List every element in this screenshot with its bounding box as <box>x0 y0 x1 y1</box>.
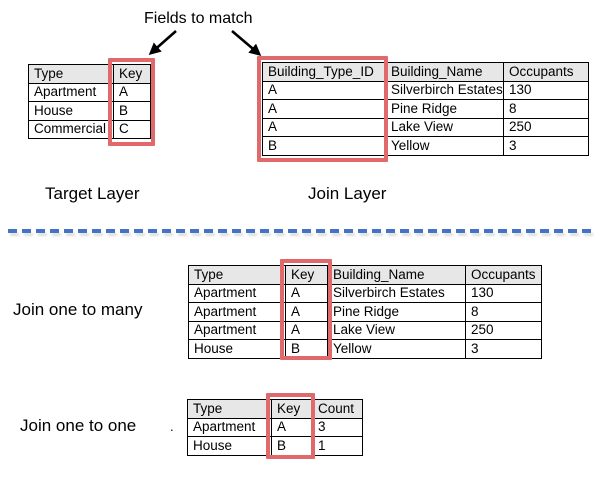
table-cell: Silverbirch Estates <box>327 283 466 303</box>
arrow-to-target-key-icon <box>148 30 177 55</box>
table-cell: B <box>113 101 151 121</box>
table-cell: A <box>262 117 386 137</box>
table-cell: 3 <box>503 136 589 156</box>
column-header: Building_Name <box>327 265 466 285</box>
table-cell: B <box>262 136 386 156</box>
target-layer-label: Target Layer <box>45 184 140 203</box>
join-layer-label: Join Layer <box>308 184 387 203</box>
table-cell: Pine Ridge <box>327 302 466 322</box>
table-cell: A <box>262 99 386 119</box>
table-cell: Apartment <box>28 82 114 102</box>
table-cell: Yellow <box>327 339 466 359</box>
fields-to-match-title: Fields to match <box>144 10 253 27</box>
column-header: Count <box>312 399 363 419</box>
table-cell: A <box>271 417 313 437</box>
stray-period-mark: . <box>170 419 174 434</box>
divider-shadow <box>10 233 594 236</box>
column-header: Type <box>188 265 286 285</box>
table-cell: 130 <box>465 283 542 303</box>
join-one-to-many-label: Join one to many <box>13 300 143 319</box>
table-cell: House <box>187 436 272 456</box>
table-cell: A <box>113 82 151 102</box>
column-header: Key <box>271 399 313 419</box>
table-cell: 8 <box>503 99 589 119</box>
column-header: Type <box>28 64 114 84</box>
table-cell: House <box>28 101 114 121</box>
table-cell: B <box>271 436 313 456</box>
column-header: Building_Type_ID <box>262 62 386 82</box>
column-header: Building_Name <box>385 62 504 82</box>
table-cell: 250 <box>465 320 542 340</box>
table-cell: Apartment <box>188 320 286 340</box>
table-cell: 8 <box>465 302 542 322</box>
table-cell: A <box>285 302 328 322</box>
table-cell: House <box>188 339 286 359</box>
table-cell: B <box>285 339 328 359</box>
table-cell: Apartment <box>187 417 272 437</box>
arrow-to-join-field-icon <box>231 30 262 56</box>
table-cell: Silverbirch Estates <box>385 80 504 100</box>
table-cell: Yellow <box>385 136 504 156</box>
table-cell: 1 <box>312 436 363 456</box>
table-cell: 3 <box>312 417 363 437</box>
column-header: Key <box>113 64 151 84</box>
column-header: Occupants <box>465 265 542 285</box>
table-cell: Apartment <box>188 302 286 322</box>
table-cell: Commercial <box>28 119 114 139</box>
column-header: Type <box>187 399 272 419</box>
table-cell: C <box>113 119 151 139</box>
table-cell: Apartment <box>188 283 286 303</box>
table-cell: Lake View <box>327 320 466 340</box>
table-cell: A <box>285 283 328 303</box>
table-cell: Lake View <box>385 117 504 137</box>
fields-to-match-arrows <box>148 30 262 56</box>
column-header: Key <box>285 265 328 285</box>
join-one-to-one-label: Join one to one <box>20 416 137 435</box>
table-cell: 130 <box>503 80 589 100</box>
table-cell: A <box>262 80 386 100</box>
table-cell: Pine Ridge <box>385 99 504 119</box>
column-header: Occupants <box>503 62 589 82</box>
table-cell: A <box>285 320 328 340</box>
section-divider-dashed-line <box>8 229 592 233</box>
table-cell: 3 <box>465 339 542 359</box>
table-cell: 250 <box>503 117 589 137</box>
